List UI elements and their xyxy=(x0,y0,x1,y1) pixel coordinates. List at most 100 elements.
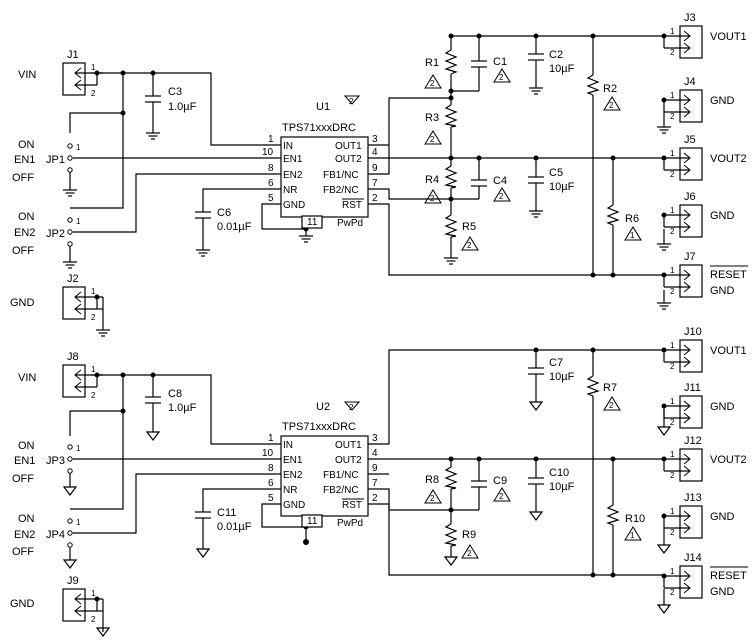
value-c2: 10µF xyxy=(549,63,575,75)
svg-text:JP1: JP1 xyxy=(46,154,65,166)
connector-ref: J3 xyxy=(684,12,696,24)
connector-net: GND xyxy=(710,511,735,523)
connector-body xyxy=(62,364,86,398)
label-c10: C10 xyxy=(549,467,569,479)
label-r5: R5 xyxy=(462,221,476,233)
label-r7: R7 xyxy=(603,382,617,394)
connector-net: GND xyxy=(710,401,735,413)
pin-number: 1 xyxy=(91,589,96,598)
note-r3: 2 xyxy=(430,135,435,144)
pin-number: 1 xyxy=(91,365,96,374)
svg-text:JP3: JP3 xyxy=(46,455,65,467)
pin-number: 2 xyxy=(91,313,96,322)
svg-text:EN2: EN2 xyxy=(283,470,303,481)
note-c4-triangle xyxy=(493,187,511,202)
svg-text:4: 4 xyxy=(372,147,378,158)
label-r9: R9 xyxy=(462,529,476,541)
svg-text:OUT1: OUT1 xyxy=(335,141,362,152)
label-c8: C8 xyxy=(168,388,182,400)
pin-number: 2 xyxy=(670,588,675,597)
junction-dot xyxy=(661,97,667,103)
label-r1: R1 xyxy=(425,57,439,69)
junction-dot xyxy=(661,403,667,409)
label-c11: C11 xyxy=(217,507,236,519)
connector-net: VOUT2 xyxy=(710,153,747,165)
svg-text:GND: GND xyxy=(283,500,305,511)
connector-net: GND xyxy=(710,95,735,107)
pin-number: 2 xyxy=(670,528,675,537)
note-r1: 2 xyxy=(430,79,435,88)
junction-dot xyxy=(661,212,667,218)
pin-number: 1 xyxy=(670,507,675,516)
left-net-labels: VIN ON EN1 OFF JP1 ON EN2 OFF JP2 GND VI… xyxy=(10,69,81,610)
connector-body xyxy=(679,204,703,238)
connector-body xyxy=(679,89,703,123)
svg-text:U2: U2 xyxy=(316,401,330,413)
svg-text:1: 1 xyxy=(76,444,81,453)
junction-dot xyxy=(661,573,667,579)
connector-ref: J12 xyxy=(684,435,702,447)
note-c9-triangle xyxy=(493,487,511,502)
svg-text:EN2: EN2 xyxy=(14,529,35,541)
label-c2: C2 xyxy=(549,49,563,61)
svg-text:EN1: EN1 xyxy=(283,154,303,165)
junction-dots xyxy=(120,33,616,578)
capacitor-plates xyxy=(145,53,544,519)
svg-text:EN2: EN2 xyxy=(283,170,303,181)
connector-net: VOUT2 xyxy=(710,454,747,466)
connector-net: VOUT1 xyxy=(710,345,747,357)
pin-number: 2 xyxy=(91,89,96,98)
svg-text:ON: ON xyxy=(18,440,35,452)
resistor-bodies xyxy=(443,49,620,547)
connector-body xyxy=(62,286,86,320)
label-r2: R2 xyxy=(603,83,617,95)
note-r5: 2 xyxy=(467,241,472,250)
pin-number: 2 xyxy=(670,471,675,480)
pin-number: 1 xyxy=(670,266,675,275)
label-r3: R3 xyxy=(425,112,439,124)
note-r2: 2 xyxy=(609,101,614,110)
note-r5-triangle xyxy=(461,236,479,251)
svg-text:U1: U1 xyxy=(316,101,330,113)
svg-text:RST: RST xyxy=(342,500,362,511)
svg-text:JP2: JP2 xyxy=(46,228,65,240)
svg-text:EN1: EN1 xyxy=(14,154,35,166)
svg-text:1: 1 xyxy=(76,217,81,226)
note-r8: 2 xyxy=(430,494,435,503)
svg-text:OFF: OFF xyxy=(12,245,34,257)
connector-ref: J9 xyxy=(67,575,79,587)
connector-ref: J13 xyxy=(684,492,702,504)
note-r4: 2 xyxy=(430,194,435,203)
svg-text:OFF: OFF xyxy=(12,172,34,184)
value-c10: 10µF xyxy=(549,481,575,493)
svg-text:RST: RST xyxy=(342,200,362,211)
svg-text:2: 2 xyxy=(349,97,354,106)
note-r7-triangle xyxy=(603,396,621,411)
note-r10: 1 xyxy=(630,531,635,540)
label-c7: C7 xyxy=(549,357,563,369)
svg-text:PwPd: PwPd xyxy=(337,518,363,529)
pin-number: 1 xyxy=(670,27,675,36)
junction-dot xyxy=(94,372,100,378)
value-c3: 1.0µF xyxy=(168,101,197,113)
pin-number: 2 xyxy=(670,418,675,427)
svg-text:1: 1 xyxy=(76,143,81,152)
label-c5: C5 xyxy=(549,167,563,179)
connector-net: GND xyxy=(710,285,735,297)
svg-text:OUT1: OUT1 xyxy=(335,440,362,451)
connector-ref: J1 xyxy=(67,49,79,61)
pin-number: 1 xyxy=(670,206,675,215)
connector-body xyxy=(679,25,703,59)
connector-body xyxy=(679,565,703,599)
svg-text:NR: NR xyxy=(283,185,297,196)
svg-text:VIN: VIN xyxy=(18,69,36,81)
svg-text:5: 5 xyxy=(268,193,274,204)
pin-number: 1 xyxy=(670,149,675,158)
connector-ref: J10 xyxy=(684,326,702,338)
